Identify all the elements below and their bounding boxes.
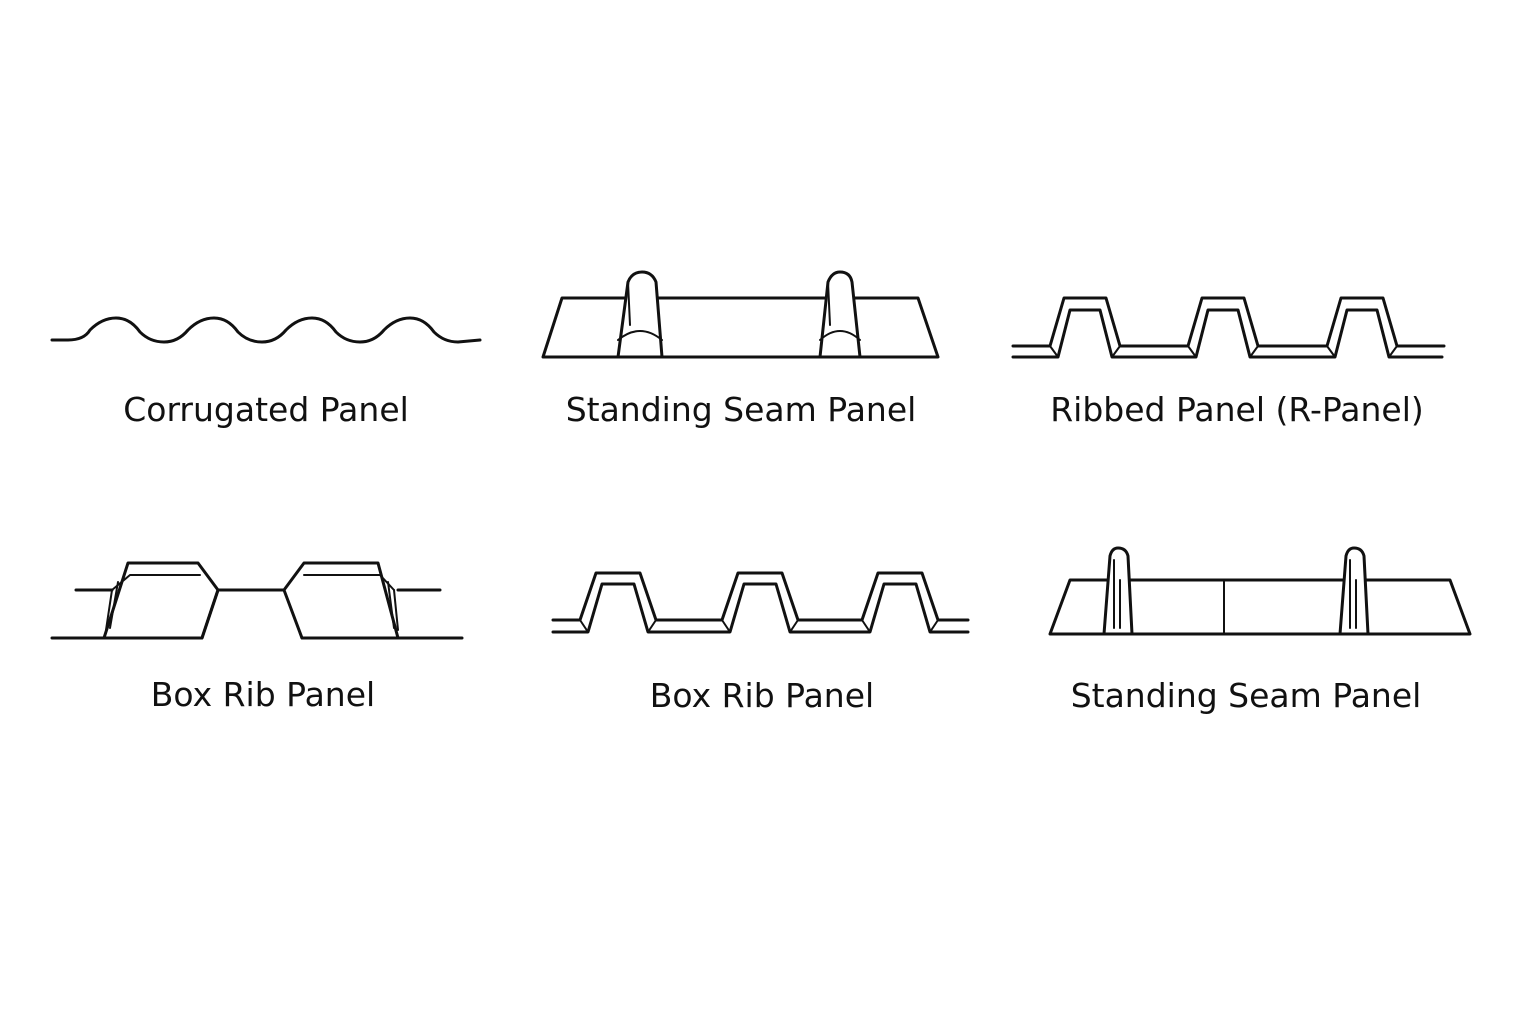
standing-seam-panel-drawing-right xyxy=(1048,546,1472,636)
corrugated-panel-label: Corrugated Panel xyxy=(123,390,409,429)
corrugated-panel-drawing xyxy=(50,316,482,344)
ribbed-panel-label: Ribbed Panel (R-Panel) xyxy=(1050,390,1424,429)
box-rib-panel-drawing-left xyxy=(50,561,464,640)
standing-seam-panel-label: Standing Seam Panel xyxy=(565,390,917,429)
box-rib-panel-drawing-middle xyxy=(551,571,970,634)
box-rib-panel-label-left: Box Rib Panel xyxy=(150,675,376,714)
ribbed-panel-drawing xyxy=(1011,296,1446,359)
standing-seam-panel-label-right: Standing Seam Panel xyxy=(1070,676,1422,715)
standing-seam-panel-drawing xyxy=(541,270,940,359)
box-rib-panel-label-middle: Box Rib Panel xyxy=(649,676,875,715)
